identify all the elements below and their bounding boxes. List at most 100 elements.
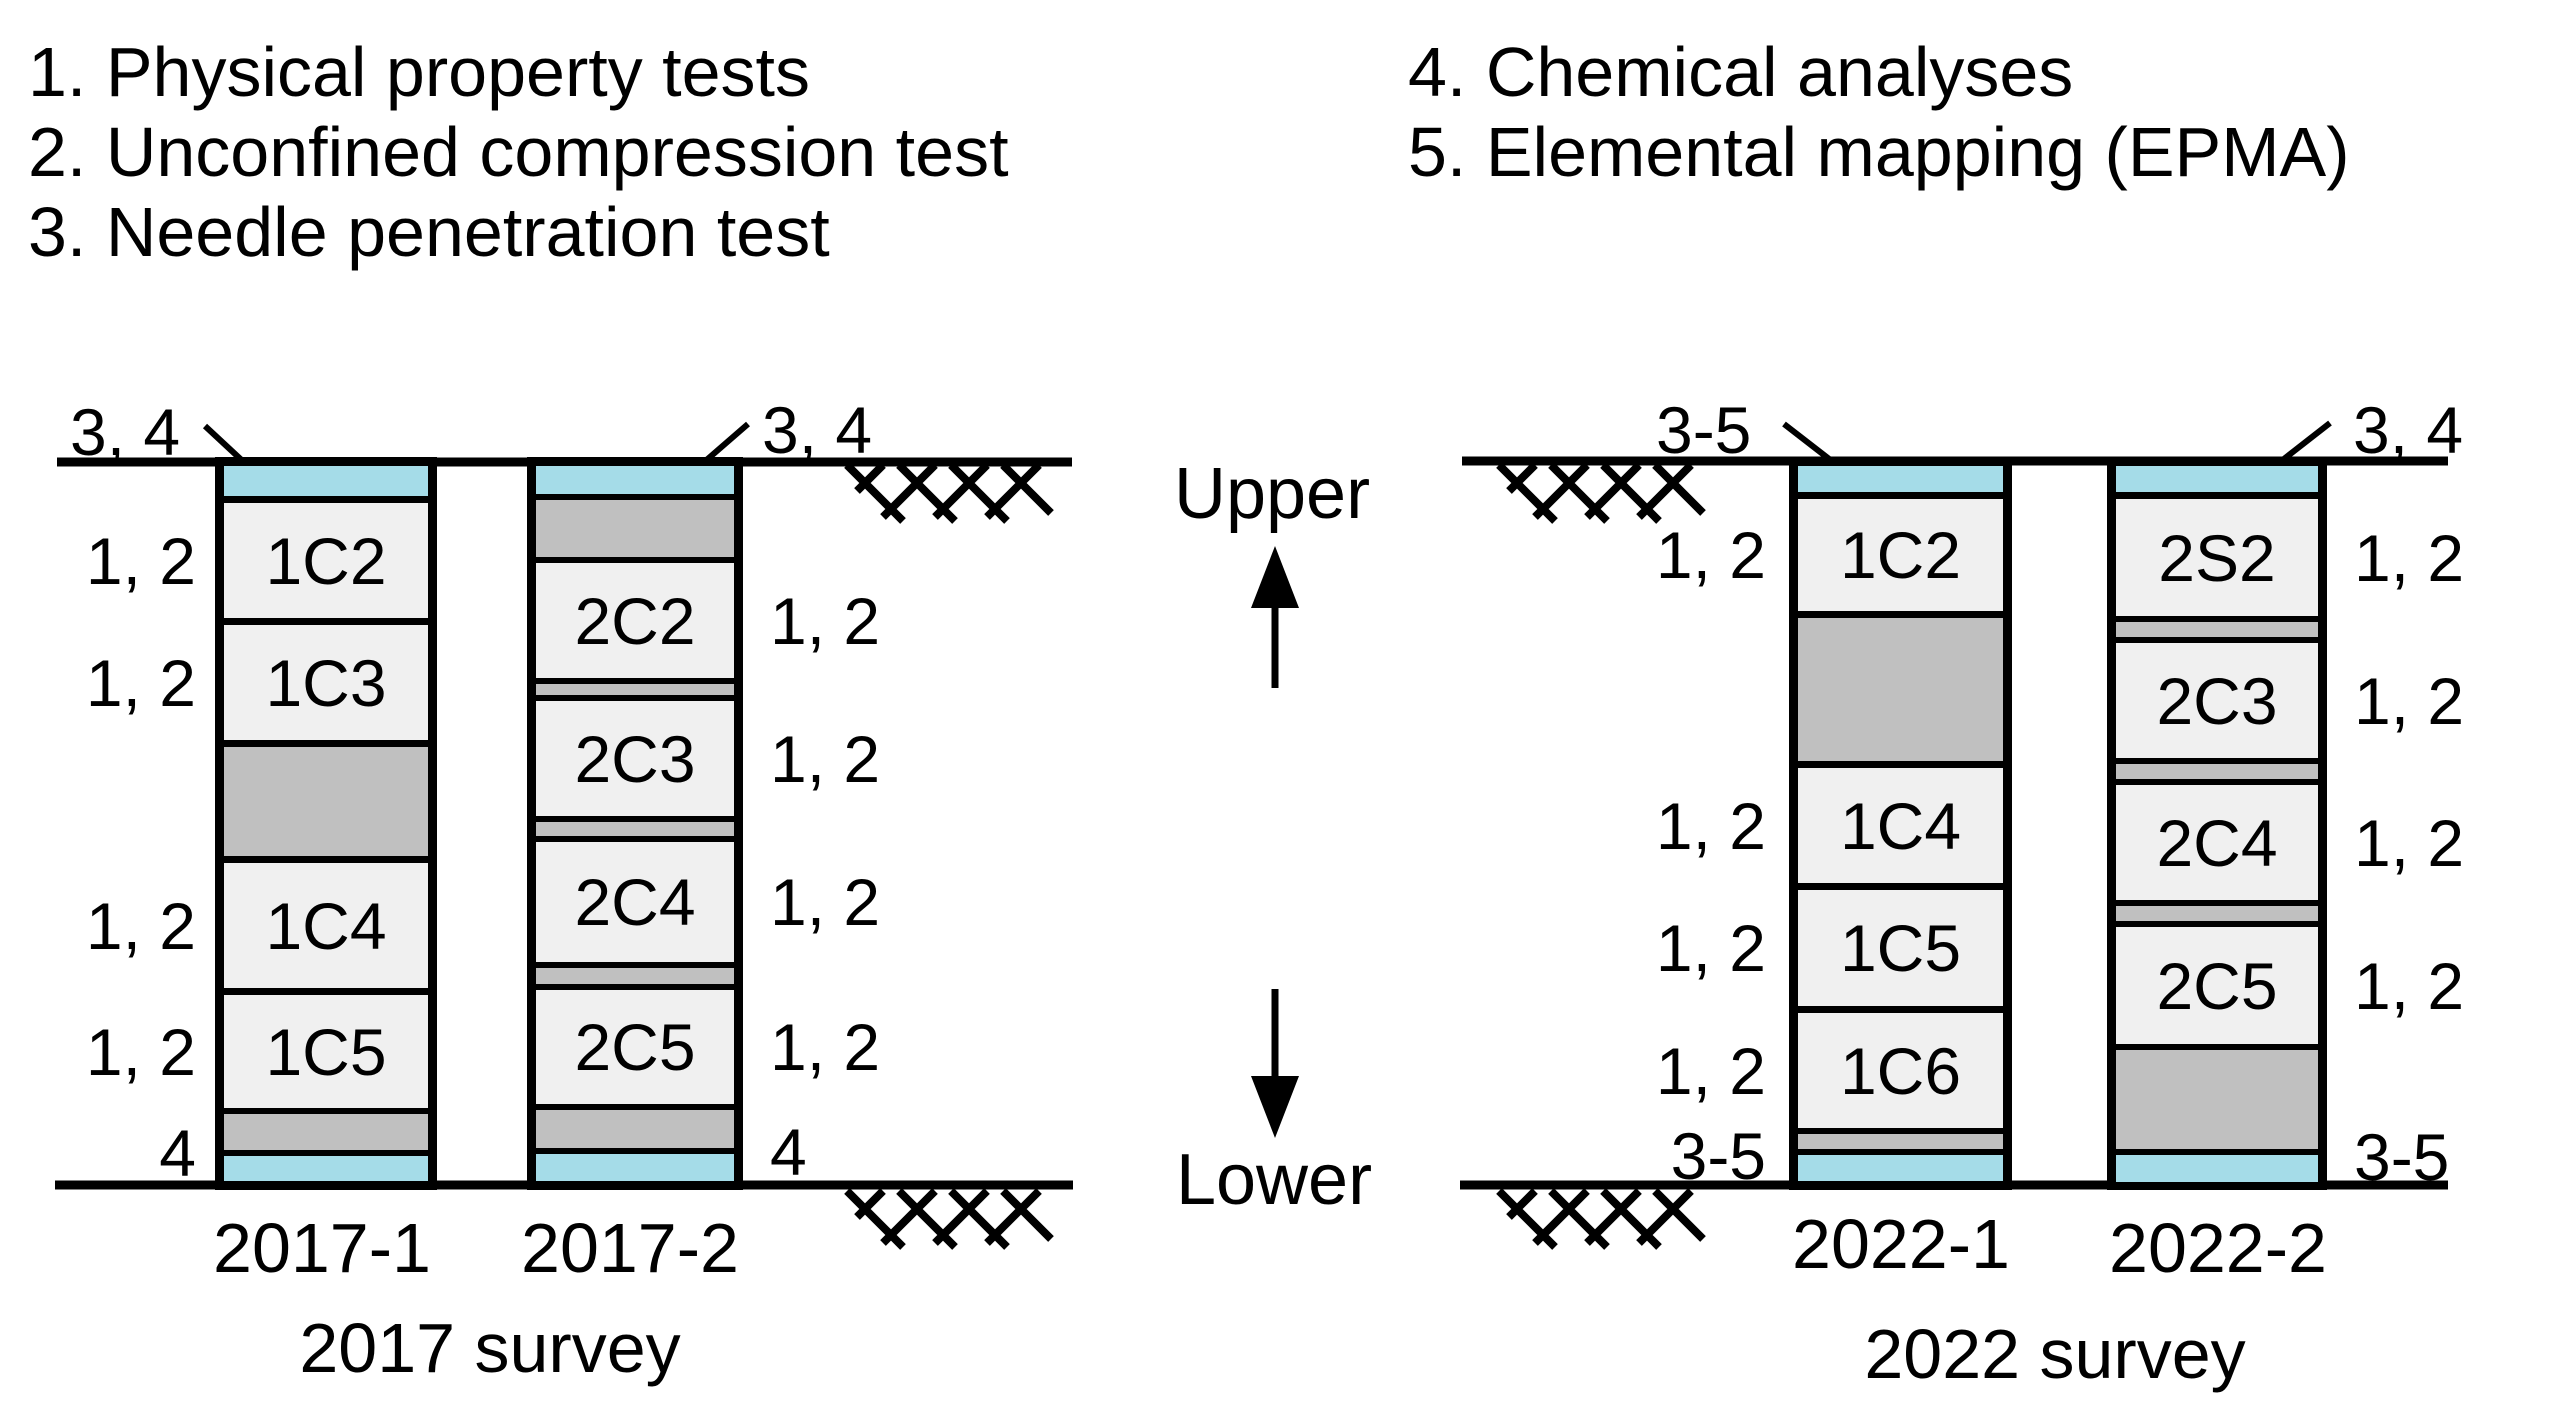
legend-item: 5. Elemental mapping (EPMA) — [1408, 113, 2350, 191]
segment-gap — [536, 822, 734, 836]
surface-tests-label: 3-5 — [1656, 393, 1752, 467]
tests-note: 1, 2 — [770, 865, 881, 939]
segment-2C4: 2C4 — [536, 842, 734, 962]
segment-label: 2C3 — [2156, 663, 2278, 738]
surface-tests-label: 3, 4 — [70, 395, 181, 469]
surface-tests-label: 3, 4 — [762, 393, 873, 467]
segment-1C6: 1C6 — [1798, 1013, 2003, 1128]
borehole-name: 2022-1 — [1792, 1205, 2010, 1283]
survey-title: 2022 survey — [1864, 1315, 2246, 1393]
borehole-column-2017-2: 2C2 2C3 2C4 2C5 — [527, 457, 743, 1190]
segment-label: 2C4 — [2156, 805, 2278, 880]
borehole-column-2022-1: 1C2 1C4 1C5 1C6 — [1789, 457, 2012, 1190]
tests-note: 1, 2 — [85, 645, 196, 720]
segment-2C3: 2C3 — [536, 701, 734, 816]
tests-note: 1, 2 — [1655, 1033, 1766, 1108]
lower-label: Lower — [1175, 1140, 1373, 1220]
segment-gap — [536, 968, 734, 984]
tests-note: 3-5 — [1670, 1119, 1766, 1193]
segment-label: 2C5 — [574, 1010, 696, 1084]
segment-2C5: 2C5 — [536, 990, 734, 1104]
segment-gap — [1798, 618, 2003, 761]
legend-item: 4. Chemical analyses — [1408, 33, 2074, 111]
segment-label: 1C5 — [265, 1014, 387, 1089]
segment-gap — [536, 1110, 734, 1148]
hatch-2022-bottom-icon — [1499, 1191, 1703, 1247]
tests-note: 3-5 — [2354, 1119, 2450, 1194]
legend-item: 2. Unconfined compression test — [28, 113, 1009, 191]
segment-surface — [224, 466, 428, 496]
segment-label: 2C3 — [574, 721, 696, 796]
segment-label: 2S2 — [2158, 520, 2276, 595]
surface-tests-label: 3, 4 — [2353, 393, 2464, 467]
segment-1C4: 1C4 — [224, 863, 428, 988]
tests-note: 1, 2 — [1655, 911, 1766, 985]
borehole-name: 2017-1 — [213, 1209, 431, 1287]
segment-2C5: 2C5 — [2116, 927, 2318, 1044]
segment-1C2: 1C2 — [224, 503, 428, 618]
segment-gap — [224, 747, 428, 856]
borehole-name: 2022-2 — [2109, 1209, 2327, 1287]
tests-note: 1, 2 — [1655, 788, 1766, 863]
segment-1C2: 1C2 — [1798, 499, 2003, 611]
survey-title: 2017 survey — [299, 1309, 681, 1387]
segment-surface — [2116, 1155, 2318, 1182]
tests-note: 1, 2 — [85, 523, 196, 598]
hatch-2022-top-icon — [1499, 465, 1703, 521]
segment-gap — [2116, 906, 2318, 921]
segment-gap — [536, 500, 734, 557]
segment-label: 2C4 — [574, 865, 696, 939]
segment-label: 1C4 — [1839, 788, 1962, 863]
hatch-2017-bottom-icon — [847, 1191, 1051, 1247]
segment-label: 1C3 — [265, 645, 387, 720]
segment-surface — [2116, 466, 2318, 492]
borehole-column-2017-1: 1C2 1C3 1C4 1C5 — [215, 457, 437, 1190]
legend-item: 3. Needle penetration test — [28, 193, 830, 271]
segment-label: 1C2 — [265, 523, 387, 598]
segment-2C2: 2C2 — [536, 563, 734, 678]
up-arrow-icon — [1251, 546, 1299, 688]
tests-note: 1, 2 — [85, 888, 196, 963]
segment-1C4: 1C4 — [1798, 768, 2003, 883]
segment-surface — [1798, 1155, 2003, 1181]
upper-label: Upper — [1173, 454, 1371, 534]
tests-note: 1, 2 — [2354, 805, 2465, 880]
segment-gap — [2116, 1050, 2318, 1149]
tests-note: 1, 2 — [770, 583, 881, 658]
segment-surface — [1798, 466, 2003, 492]
segment-2C3: 2C3 — [2116, 643, 2318, 758]
segment-1C5: 1C5 — [224, 995, 428, 1108]
segment-gap — [2116, 764, 2318, 779]
tests-note: 1, 2 — [2354, 948, 2465, 1023]
segment-gap — [536, 684, 734, 695]
tests-note: 4 — [159, 1115, 196, 1190]
segment-gap — [1798, 1134, 2003, 1149]
segment-label: 1C6 — [1839, 1033, 1962, 1108]
segment-label: 1C2 — [1839, 518, 1962, 592]
legend-item: 1. Physical property tests — [28, 33, 810, 111]
segment-label: 1C5 — [1839, 911, 1962, 985]
hatch-2017-top-icon — [847, 465, 1051, 521]
segment-gap — [2116, 622, 2318, 637]
segment-1C5: 1C5 — [1798, 890, 2003, 1006]
tests-note: 1, 2 — [2354, 520, 2465, 595]
segment-surface — [224, 1156, 428, 1181]
tests-note: 1, 2 — [770, 1010, 881, 1084]
borehole-name: 2017-2 — [521, 1209, 739, 1287]
tests-note: 1, 2 — [2354, 663, 2465, 738]
segment-label: 2C2 — [574, 583, 696, 658]
borehole-column-2022-2: 2S2 2C3 2C4 2C5 — [2107, 457, 2327, 1190]
segment-surface — [536, 1154, 734, 1181]
segment-label: 1C4 — [265, 888, 387, 963]
segment-2C4: 2C4 — [2116, 785, 2318, 900]
down-arrow-icon — [1251, 989, 1299, 1138]
segment-label: 2C5 — [2156, 948, 2278, 1023]
segment-gap — [224, 1114, 428, 1150]
tests-note: 1, 2 — [1655, 518, 1766, 592]
segment-2S2: 2S2 — [2116, 499, 2318, 616]
tests-note: 4 — [770, 1114, 807, 1189]
segment-surface — [536, 466, 734, 494]
